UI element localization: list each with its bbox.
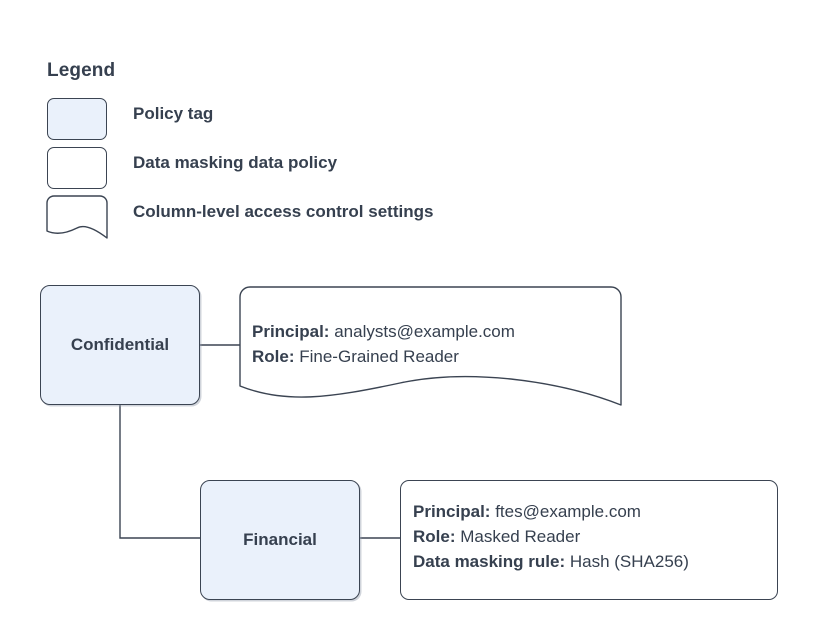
node-financial[interactable]: Financial — [200, 480, 360, 600]
callout-value: ftes@example.com — [495, 502, 641, 521]
node-confidential[interactable]: Confidential — [40, 285, 200, 405]
callout-value: Hash (SHA256) — [569, 552, 689, 571]
callout-line: Role: Fine-Grained Reader — [252, 344, 515, 369]
callout-value: analysts@example.com — [334, 322, 515, 341]
callout-key: Role: — [252, 347, 295, 366]
callout-value: Fine-Grained Reader — [299, 347, 459, 366]
callout-line: Principal: analysts@example.com — [252, 319, 515, 344]
legend-swatch-data-masking-policy — [47, 147, 107, 189]
callout-key: Role: — [413, 527, 456, 546]
callout-confidential-text: Principal: analysts@example.com Role: Fi… — [252, 319, 515, 369]
callout-financial-policy[interactable]: Principal: ftes@example.com Role: Masked… — [400, 480, 778, 600]
legend-label-policy-tag: Policy tag — [133, 104, 214, 123]
callout-key: Principal: — [413, 502, 491, 521]
callout-value: Masked Reader — [460, 527, 581, 546]
callout-key: Data masking rule: — [413, 552, 566, 571]
legend-label-column-access-settings: Column-level access control settings — [133, 202, 434, 221]
legend-label-data-masking-policy: Data masking data policy — [133, 153, 338, 172]
legend-swatch-policy-tag — [47, 98, 107, 140]
callout-line: Data masking rule: Hash (SHA256) — [413, 549, 689, 574]
rounded-rect-icon — [47, 147, 107, 189]
callout-line: Role: Masked Reader — [413, 524, 689, 549]
callout-key: Principal: — [252, 322, 330, 341]
legend-swatch-wavy-shape — [46, 195, 108, 239]
edge-confidential-to-financial — [119, 405, 200, 539]
callout-line: Principal: ftes@example.com — [413, 499, 689, 524]
callout-financial-text: Principal: ftes@example.com Role: Masked… — [413, 499, 689, 574]
legend-title: Legend — [47, 60, 116, 81]
legend-swatch-column-access-settings — [47, 196, 107, 238]
callout-confidential-shape — [239, 286, 622, 406]
rounded-rect-filled-icon — [47, 98, 107, 140]
callout-confidential-settings[interactable]: Principal: analysts@example.com Role: Fi… — [240, 287, 621, 412]
